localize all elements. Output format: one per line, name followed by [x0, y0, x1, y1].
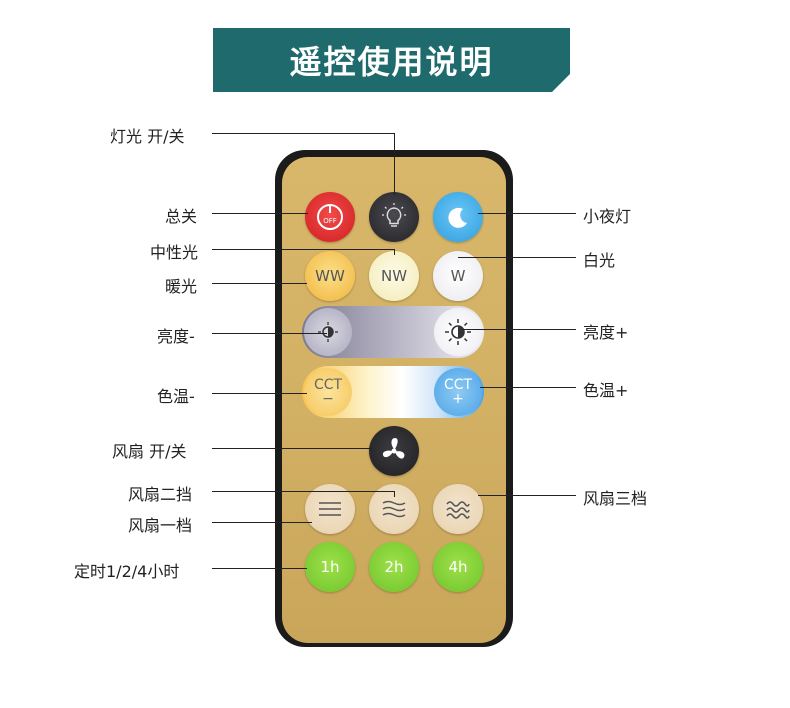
timer-1h-button[interactable]: 1h	[305, 542, 355, 592]
leader-line-warm	[212, 283, 307, 284]
leader-line-color-temp-up	[480, 387, 576, 388]
leader-line-brightness-up	[462, 329, 576, 330]
label-warm-light: 暖光	[165, 277, 198, 296]
label-fan-speed-2: 风扇二挡	[128, 485, 193, 504]
light-toggle-button[interactable]	[369, 192, 419, 242]
neutral-light-button-label: NW	[380, 267, 408, 285]
leader-line-fan-speed-3	[478, 495, 576, 496]
leader-line-color-temp-down	[212, 393, 307, 394]
leader-line-fan-speed-1	[212, 522, 312, 523]
leader-line-fan-speed-2-vertical	[394, 491, 395, 497]
color-temp-down-button[interactable]: CCT −	[304, 368, 352, 416]
leader-line-master-off	[212, 213, 308, 214]
brightness-high-icon	[445, 319, 471, 345]
svg-text:OFF: OFF	[323, 217, 337, 225]
night-light-button[interactable]	[433, 192, 483, 242]
color-temp-up-button[interactable]: CCT +	[434, 368, 482, 416]
label-brightness-down: 亮度-	[157, 327, 195, 346]
page-title-banner: 遥控使用说明	[213, 28, 570, 92]
warm-light-button-label: WW	[315, 267, 345, 285]
label-color-temp-down: 色温-	[157, 387, 195, 406]
leader-line-neutral	[212, 249, 395, 250]
wave-1-icon	[319, 502, 341, 516]
leader-line-brightness-down	[212, 333, 327, 334]
label-white-light: 白光	[583, 251, 616, 270]
timer-2h-label: 2h	[384, 558, 404, 576]
white-light-button[interactable]: W	[433, 251, 483, 301]
white-light-button-label: W	[450, 267, 466, 285]
timer-4h-button[interactable]: 4h	[433, 542, 483, 592]
brightness-down-button[interactable]	[304, 308, 352, 356]
brightness-up-button[interactable]	[434, 308, 482, 356]
wave-3-icon	[446, 501, 470, 519]
label-neutral-light: 中性光	[150, 243, 199, 262]
cct-minus-sign: −	[322, 391, 334, 407]
page-title: 遥控使用说明	[289, 43, 494, 81]
fan-toggle-button[interactable]	[369, 426, 419, 476]
label-fan-speed-3: 风扇三档	[583, 489, 648, 508]
timer-2h-button[interactable]: 2h	[369, 542, 419, 592]
label-fan-on-off: 风扇 开/关	[112, 442, 187, 461]
cct-plus-sign: +	[452, 391, 464, 407]
label-master-off: 总关	[165, 207, 198, 226]
power-icon: OFF	[317, 204, 343, 230]
label-timer: 定时1/2/4小时	[74, 562, 180, 581]
cct-plus-label: CCT	[443, 377, 473, 393]
leader-line-light-vertical	[394, 133, 395, 195]
master-off-button[interactable]: OFF	[305, 192, 355, 242]
label-light-on-off: 灯光 开/关	[110, 127, 185, 146]
leader-line-fan	[212, 448, 372, 449]
label-color-temp-up: 色温+	[583, 381, 629, 400]
leader-line-night-light	[478, 213, 576, 214]
leader-line-neutral-vertical	[394, 249, 395, 255]
cct-minus-label: CCT	[313, 377, 343, 393]
brightness-low-icon	[318, 322, 338, 342]
neutral-light-button[interactable]: NW	[369, 251, 419, 301]
timer-4h-label: 4h	[448, 558, 468, 576]
fan-icon	[382, 438, 405, 459]
leader-line-fan-speed-2	[212, 491, 394, 492]
leader-line-timer	[212, 568, 307, 569]
moon-icon	[448, 207, 467, 228]
timer-1h-label: 1h	[320, 558, 340, 576]
label-night-light: 小夜灯	[583, 207, 632, 226]
fan-speed-1-button[interactable]	[305, 484, 355, 534]
fan-speed-3-button[interactable]	[433, 484, 483, 534]
bulb-icon	[382, 203, 406, 227]
label-brightness-up: 亮度+	[583, 323, 629, 342]
leader-line-white-light	[458, 257, 576, 258]
label-fan-speed-1: 风扇一档	[128, 516, 193, 535]
wave-2-icon	[382, 500, 406, 518]
leader-line-light	[212, 133, 395, 134]
warm-light-button[interactable]: WW	[305, 251, 355, 301]
